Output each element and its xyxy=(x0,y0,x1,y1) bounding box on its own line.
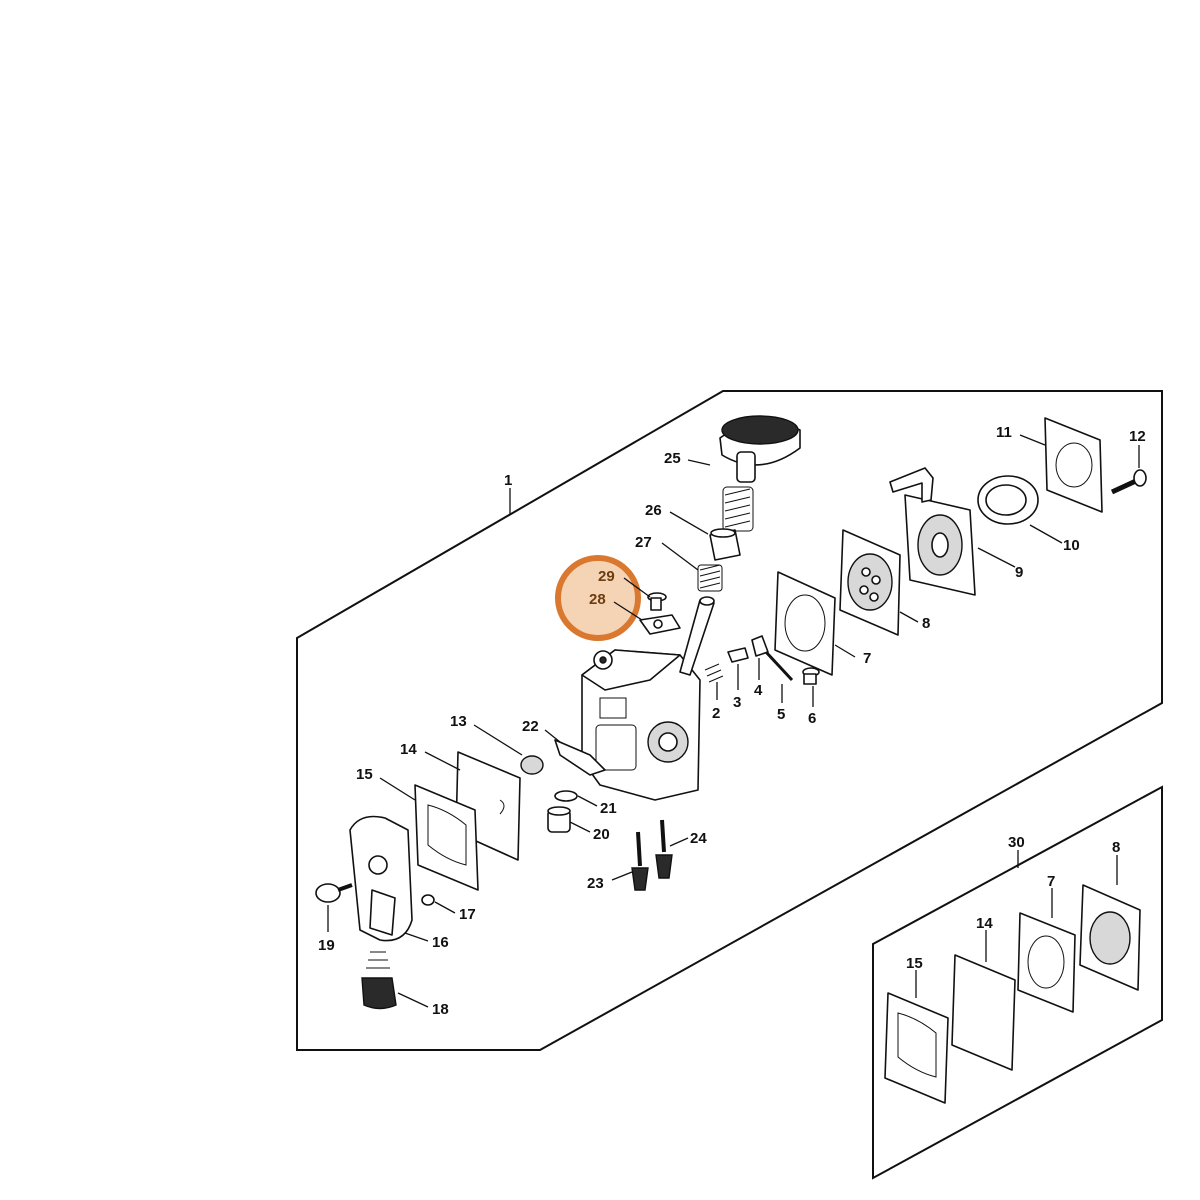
callout-9: 9 xyxy=(1015,564,1023,581)
part-12-screw[interactable] xyxy=(1110,469,1147,495)
callout-28: 28 xyxy=(589,591,606,608)
part-13-strainer[interactable] xyxy=(520,755,544,775)
kit-part-15-gasket[interactable] xyxy=(884,992,949,1104)
callout-18: 18 xyxy=(432,1001,449,1018)
callout-4: 4 xyxy=(754,682,763,699)
part-25-choke-knob[interactable] xyxy=(719,415,801,483)
throttle-shaft[interactable] xyxy=(679,596,715,676)
callout-24: 24 xyxy=(690,830,707,847)
part-18-nozzle[interactable] xyxy=(361,951,397,1010)
callout-23: 23 xyxy=(587,875,604,892)
part-20-fitting[interactable] xyxy=(547,806,571,833)
callout-12: 12 xyxy=(1129,428,1146,445)
callout-15: 15 xyxy=(356,766,373,783)
part-26-sleeve[interactable] xyxy=(709,528,741,561)
part-2-spring[interactable] xyxy=(704,663,724,683)
callout-27: 27 xyxy=(635,534,652,551)
part-7-gasket[interactable] xyxy=(774,571,836,676)
callout-26: 26 xyxy=(645,502,662,519)
part-11-gasket[interactable] xyxy=(1044,417,1103,513)
callout-13: 13 xyxy=(450,713,467,730)
callout-25: 25 xyxy=(664,450,681,467)
callout-7: 7 xyxy=(863,650,871,667)
part-29-screw[interactable] xyxy=(647,592,667,611)
part-27-torsion-spring[interactable] xyxy=(697,564,723,592)
part-5-pin[interactable] xyxy=(764,650,794,682)
kit-callout-15: 15 xyxy=(906,955,923,972)
part-28-throttle-lever[interactable] xyxy=(639,614,681,635)
callout-14: 14 xyxy=(400,741,417,758)
part-22-lever-plate[interactable] xyxy=(554,739,606,776)
part-10-flange-ring[interactable] xyxy=(977,475,1039,525)
part-9-pump-cover[interactable] xyxy=(889,467,976,596)
kit-part-14-diaphragm[interactable] xyxy=(951,954,1016,1071)
part-3-needle[interactable] xyxy=(727,647,749,663)
callout-1: 1 xyxy=(504,472,512,489)
part-25-spring[interactable] xyxy=(722,486,754,532)
part-19-screw[interactable] xyxy=(315,883,353,903)
part-21-oring[interactable] xyxy=(554,790,578,802)
part-24-adjusting-screw[interactable] xyxy=(655,819,673,879)
callout-30: 30 xyxy=(1008,834,1025,851)
kit-callout-8: 8 xyxy=(1112,839,1120,856)
callout-2: 2 xyxy=(712,705,720,722)
part-17-plug[interactable] xyxy=(421,894,435,906)
callout-3: 3 xyxy=(733,694,741,711)
callout-21: 21 xyxy=(600,800,617,817)
part-6-screw[interactable] xyxy=(802,667,820,685)
callout-6: 6 xyxy=(808,710,816,727)
callout-22: 22 xyxy=(522,718,539,735)
kit-callout-7: 7 xyxy=(1047,873,1055,890)
callout-17: 17 xyxy=(459,906,476,923)
kit-part-8-diaphragm[interactable] xyxy=(1079,884,1141,991)
part-23-adjusting-screw[interactable] xyxy=(631,831,649,891)
kit-part-7-gasket[interactable] xyxy=(1017,912,1076,1013)
callout-20: 20 xyxy=(593,826,610,843)
callout-10: 10 xyxy=(1063,537,1080,554)
kit-callout-14: 14 xyxy=(976,915,993,932)
part-16-end-cover[interactable] xyxy=(349,815,413,942)
part-15-gasket[interactable] xyxy=(414,784,479,891)
callout-11: 11 xyxy=(996,424,1012,441)
highlight-circle xyxy=(555,555,641,641)
main-assembly-frame xyxy=(296,390,1163,1051)
callout-16: 16 xyxy=(432,934,449,951)
leader-lines xyxy=(327,434,1140,1008)
callout-29: 29 xyxy=(598,568,615,585)
repair-kit-frame xyxy=(872,785,1163,1180)
part-8-pump-diaphragm[interactable] xyxy=(839,529,901,636)
callout-8: 8 xyxy=(922,615,930,632)
callout-5: 5 xyxy=(777,706,785,723)
callout-19: 19 xyxy=(318,937,335,954)
carburetor-body[interactable] xyxy=(581,649,701,801)
